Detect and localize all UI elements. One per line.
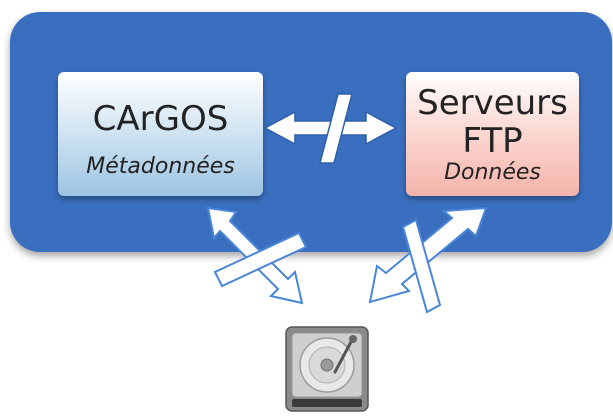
blocked-slash-ftp-drive: [401, 218, 442, 314]
cargos-box: CArGOS Métadonnées: [58, 72, 263, 196]
blocked-slash-cargos-drive: [213, 231, 308, 288]
double-arrow-cargos-ftp: [263, 93, 398, 164]
ftp-title: Serveurs FTP: [417, 83, 568, 161]
cargos-title: CArGOS: [92, 99, 229, 139]
cargos-subtitle: Métadonnées: [86, 154, 235, 179]
ftp-subtitle: Données: [444, 160, 541, 185]
blocked-slash-cargos-ftp: [319, 93, 353, 164]
double-arrow-ftp-drive: [368, 206, 488, 314]
double-arrow-cargos-drive: [206, 206, 308, 305]
hard-drive-icon: [285, 326, 369, 412]
ftp-box: Serveurs FTP Données: [406, 72, 579, 196]
